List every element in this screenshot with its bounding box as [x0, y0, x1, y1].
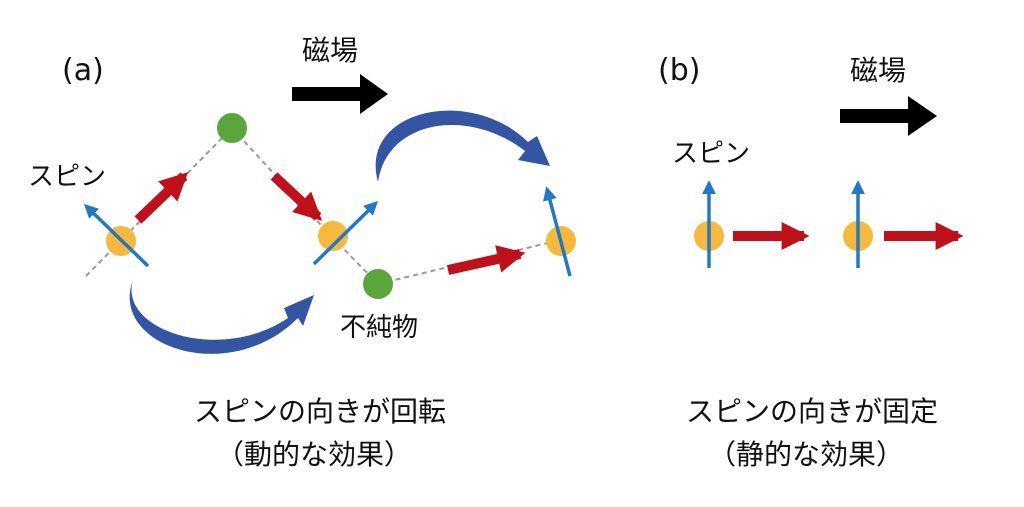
motion-arrow-2-icon: [270, 172, 323, 221]
panel-b-caption-line1: スピンの向きが固定: [686, 395, 938, 428]
rotation-arrow-upper-icon: [375, 110, 550, 182]
impurity-top: [217, 113, 247, 143]
spin-arrow-3-icon: [543, 186, 572, 277]
panel-a-caption-line2: （動的な効果）: [216, 438, 412, 471]
motion-arrows: [134, 172, 526, 275]
panel-a-label: (a): [62, 53, 104, 88]
panel-b-field-label: 磁場: [850, 54, 906, 87]
impurity-bottom: [363, 269, 393, 299]
panel-b: (b) 磁場 スピン スピンの向きが固定 （静的な効果）: [658, 53, 964, 471]
magnetic-field-arrow-icon: [292, 74, 388, 114]
panel-b-caption-line2: （静的な効果）: [708, 438, 904, 471]
panel-a: (a) 磁場 スピ: [28, 34, 576, 471]
rotation-arrow-lower-icon: [129, 280, 314, 354]
panel-a-spin-label: スピン: [28, 162, 106, 192]
motion-arrow-3-icon: [446, 245, 526, 275]
spin-arrow-1-icon: [83, 204, 150, 268]
panel-a-field-label: 磁場: [302, 34, 358, 67]
panel-b-label: (b): [658, 53, 700, 88]
motion-arrow-1-icon: [134, 172, 189, 224]
spin-arrow-2-icon: [312, 201, 378, 266]
panel-b-spin-label: スピン: [672, 139, 750, 169]
magnetic-field-arrow-b-icon: [840, 96, 937, 136]
electron-2: [318, 221, 348, 251]
panel-a-caption-line1: スピンの向きが回転: [194, 395, 446, 428]
impurity-label: 不純物: [340, 313, 418, 343]
